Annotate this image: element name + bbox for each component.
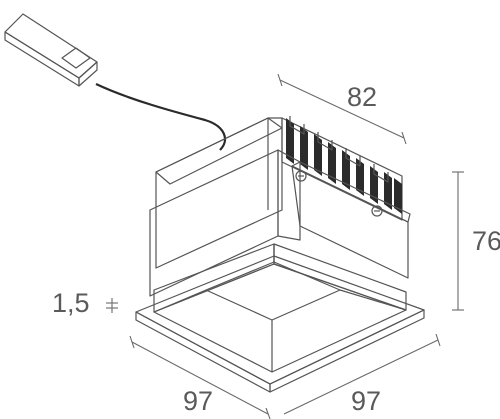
dimension-flange: 1,5 <box>52 288 118 318</box>
dimension-height-label: 76 <box>472 226 500 256</box>
driver-box <box>4 13 98 87</box>
dimension-width-right: 97 <box>283 333 441 416</box>
trim-frame <box>135 255 425 393</box>
dimension-width-left-label: 97 <box>183 386 213 416</box>
heatsink-fins <box>281 116 403 221</box>
dimension-width-left: 97 <box>129 335 271 419</box>
screw-icon <box>295 170 307 182</box>
driver-cable <box>95 83 227 151</box>
dimension-depth: 82 <box>277 73 407 145</box>
reflector-opening <box>153 243 407 372</box>
housing-front <box>149 149 301 297</box>
dimension-flange-label: 1,5 <box>52 288 90 318</box>
housing-back <box>155 117 283 269</box>
screw-icon <box>371 205 383 217</box>
mounting-plate <box>291 161 411 279</box>
dimension-depth-label: 82 <box>347 82 377 112</box>
dimension-height: 76 <box>452 171 500 311</box>
dimension-width-right-label: 97 <box>351 386 381 416</box>
